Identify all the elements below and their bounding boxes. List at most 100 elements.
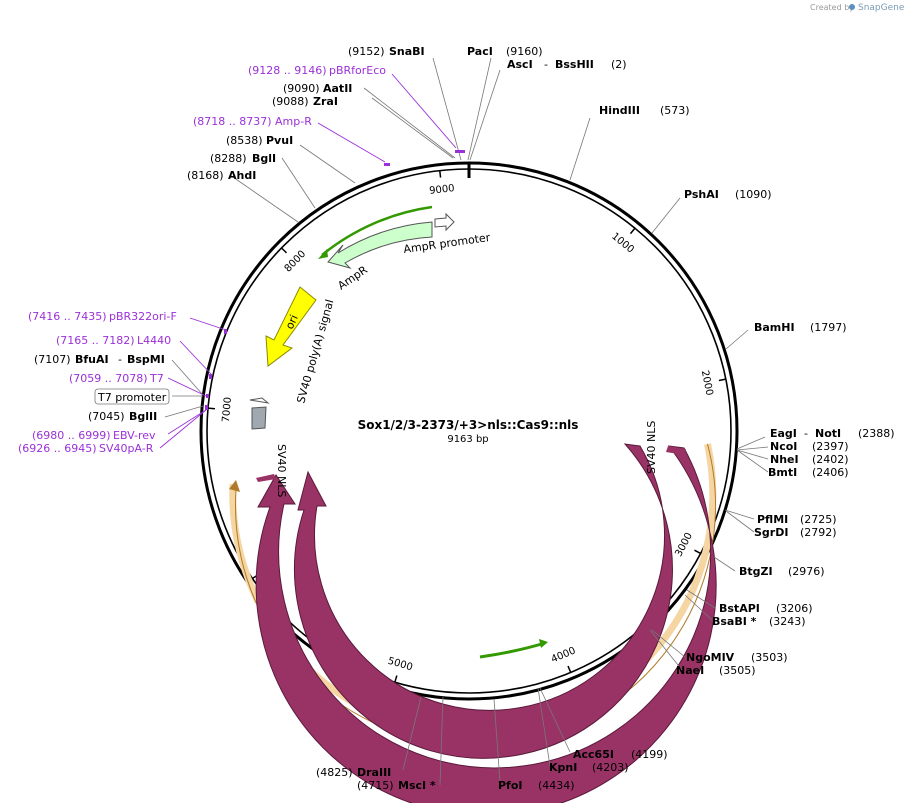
site-snabi[interactable]: (9152) SnaBI xyxy=(348,45,425,58)
bstapi-position: (3206) xyxy=(776,602,813,615)
ampr-arrow xyxy=(327,221,433,269)
cas9-inner-arrow xyxy=(294,443,673,759)
draiii-name: DraIII xyxy=(357,766,391,779)
bsshii-name: BssHII xyxy=(555,58,594,71)
bamhi-position: (1797) xyxy=(810,321,847,334)
eagi-position: (2388) xyxy=(858,427,895,440)
bgli-name: BglI xyxy=(252,152,276,165)
site-pflmi[interactable]: PflMI (2725) xyxy=(757,513,837,526)
site-ncoi[interactable]: NcoI (2397) xyxy=(770,440,849,453)
site-draiii[interactable]: (4825) DraIII xyxy=(316,766,391,779)
cas9-inner-label: Cas9 xyxy=(470,590,497,603)
site-btgzi[interactable]: BtgZI (2976) xyxy=(739,565,825,578)
ori-label: ori xyxy=(283,313,301,331)
site-bfuai[interactable]: (7107) BfuAI - BspMI xyxy=(34,353,165,366)
zrai-position: (9088) xyxy=(272,95,309,108)
bfuai-position: (7107) xyxy=(34,353,71,366)
bstapi-name: BstAPI xyxy=(719,602,760,615)
ngomiv-name: NgoMIV xyxy=(686,651,735,664)
pvui-position: (8538) xyxy=(226,134,263,147)
pbr322ori-name: pBR322ori-F xyxy=(109,310,177,323)
tick-mark xyxy=(718,378,726,382)
asci-name: AscI xyxy=(507,58,533,71)
sv40pa-r-name: SV40pA-R xyxy=(99,442,154,455)
btgzi-name: BtgZI xyxy=(739,565,773,578)
primer-arc-top xyxy=(321,205,433,256)
l4440-name: L4440 xyxy=(137,334,171,347)
primer-sv40pa-r[interactable]: (6926 .. 6945) SV40pA-R xyxy=(18,442,154,455)
site-bstapi[interactable]: BstAPI (3206) xyxy=(719,602,813,615)
tick-label: 7000 xyxy=(221,397,234,423)
site-asci[interactable]: AscI - BssHII (2) xyxy=(507,58,627,71)
snabi-position: (9152) xyxy=(348,45,385,58)
ncoi-position: (2397) xyxy=(812,440,849,453)
site-nhei[interactable]: NheI (2402) xyxy=(770,453,849,466)
kpni-name: KpnI xyxy=(549,761,577,774)
site-acc65i[interactable]: Acc65I (4199) xyxy=(573,748,668,761)
primer-pbrforeco[interactable]: (9128 .. 9146) pBRforEco xyxy=(248,64,386,77)
site-paci[interactable]: PacI (9160) xyxy=(467,45,543,58)
zrai-name: ZraI xyxy=(313,95,338,108)
sgrdi-position: (2792) xyxy=(800,526,837,539)
tick-label: 9000 xyxy=(429,183,456,197)
snabi-name: SnaBI xyxy=(389,45,425,58)
site-aatii[interactable]: (9090) AatII xyxy=(283,82,352,95)
site-hindiii[interactable]: HindIII (573) xyxy=(599,104,690,117)
site-ahdi[interactable]: (8168) AhdI xyxy=(187,169,256,182)
site-bsabi[interactable]: BsaBI * (3243) xyxy=(712,615,806,628)
site-sgrdi[interactable]: SgrDI (2792) xyxy=(754,526,837,539)
sv40-nls-right-block xyxy=(666,446,686,455)
site-kpni[interactable]: KpnI (4203) xyxy=(549,761,629,774)
hindiii-name: HindIII xyxy=(599,104,640,117)
site-zrai[interactable]: (9088) ZraI xyxy=(272,95,338,108)
site-pshai[interactable]: PshAI (1090) xyxy=(684,188,772,201)
ampr-promoter-arrow xyxy=(434,212,455,232)
sv40-polya-block xyxy=(251,406,267,430)
t7-small-arrow xyxy=(249,397,270,404)
ahdi-position: (8168) xyxy=(187,169,224,182)
aatii-name: AatII xyxy=(323,82,352,95)
primer-leader-lines xyxy=(159,73,457,449)
tick-label: 5000 xyxy=(386,656,414,674)
site-bamhi[interactable]: BamHI (1797) xyxy=(754,321,847,334)
site-pfoi[interactable]: PfoI (4434) xyxy=(498,779,575,792)
msci-position: (4715) xyxy=(357,779,394,792)
primer-amp-r[interactable]: (8718 .. 8737) Amp-R xyxy=(193,115,312,128)
pflmi-position: (2725) xyxy=(800,513,837,526)
nhei-position: (2402) xyxy=(812,453,849,466)
bfuai-sep: - xyxy=(118,353,122,366)
acc65i-name: Acc65I xyxy=(573,748,614,761)
l4440-range: (7165 .. 7182) xyxy=(56,334,135,347)
acc65i-position: (4199) xyxy=(631,748,668,761)
bglii-name: BglII xyxy=(129,410,157,423)
sv40-nls-right-label: SV40 NLS xyxy=(645,421,658,474)
site-bgli[interactable]: (8288) BglI xyxy=(210,152,276,165)
pbrforeco-name: pBRforEco xyxy=(329,64,386,77)
site-mscistar[interactable]: (4715) MscI * xyxy=(357,779,436,792)
primer-pbr322ori-f[interactable]: (7416 .. 7435) pBR322ori-F xyxy=(28,310,177,323)
sv40-nls-left-label: SV40 NLS xyxy=(275,444,288,497)
btgzi-position: (2976) xyxy=(788,565,825,578)
bmti-position: (2406) xyxy=(812,466,849,479)
site-ngomiv[interactable]: NgoMIV (3503) xyxy=(686,651,788,664)
ncoi-name: NcoI xyxy=(770,440,797,453)
t7-promoter-box[interactable]: T7 promoter xyxy=(94,388,170,405)
noti-name: NotI xyxy=(815,427,841,440)
sv40pa-r-range: (6926 .. 6945) xyxy=(18,442,97,455)
ebv-rev-name: EBV-rev xyxy=(113,429,156,442)
primer-t7[interactable]: (7059 .. 7078) T7 xyxy=(69,372,164,385)
site-eagi[interactable]: EagI - NotI (2388) xyxy=(770,427,895,440)
site-bmti[interactable]: BmtI (2406) xyxy=(768,466,849,479)
site-pvui[interactable]: (8538) PvuI xyxy=(226,134,293,147)
primer-l4440[interactable]: (7165 .. 7182) L4440 xyxy=(56,334,171,347)
primer-ebv-rev[interactable]: (6980 .. 6999) EBV-rev xyxy=(32,429,156,442)
plasmid-size: 9163 bp xyxy=(447,434,488,445)
bgli-position: (8288) xyxy=(210,152,247,165)
nhei-name: NheI xyxy=(770,453,799,466)
site-naei[interactable]: NaeI (3505) xyxy=(676,664,756,677)
amp-r-range: (8718 .. 8737) xyxy=(193,115,272,128)
site-bglii[interactable]: (7045) BglII xyxy=(88,410,157,423)
bmti-name: BmtI xyxy=(768,466,797,479)
pbr322ori-range: (7416 .. 7435) xyxy=(28,310,107,323)
